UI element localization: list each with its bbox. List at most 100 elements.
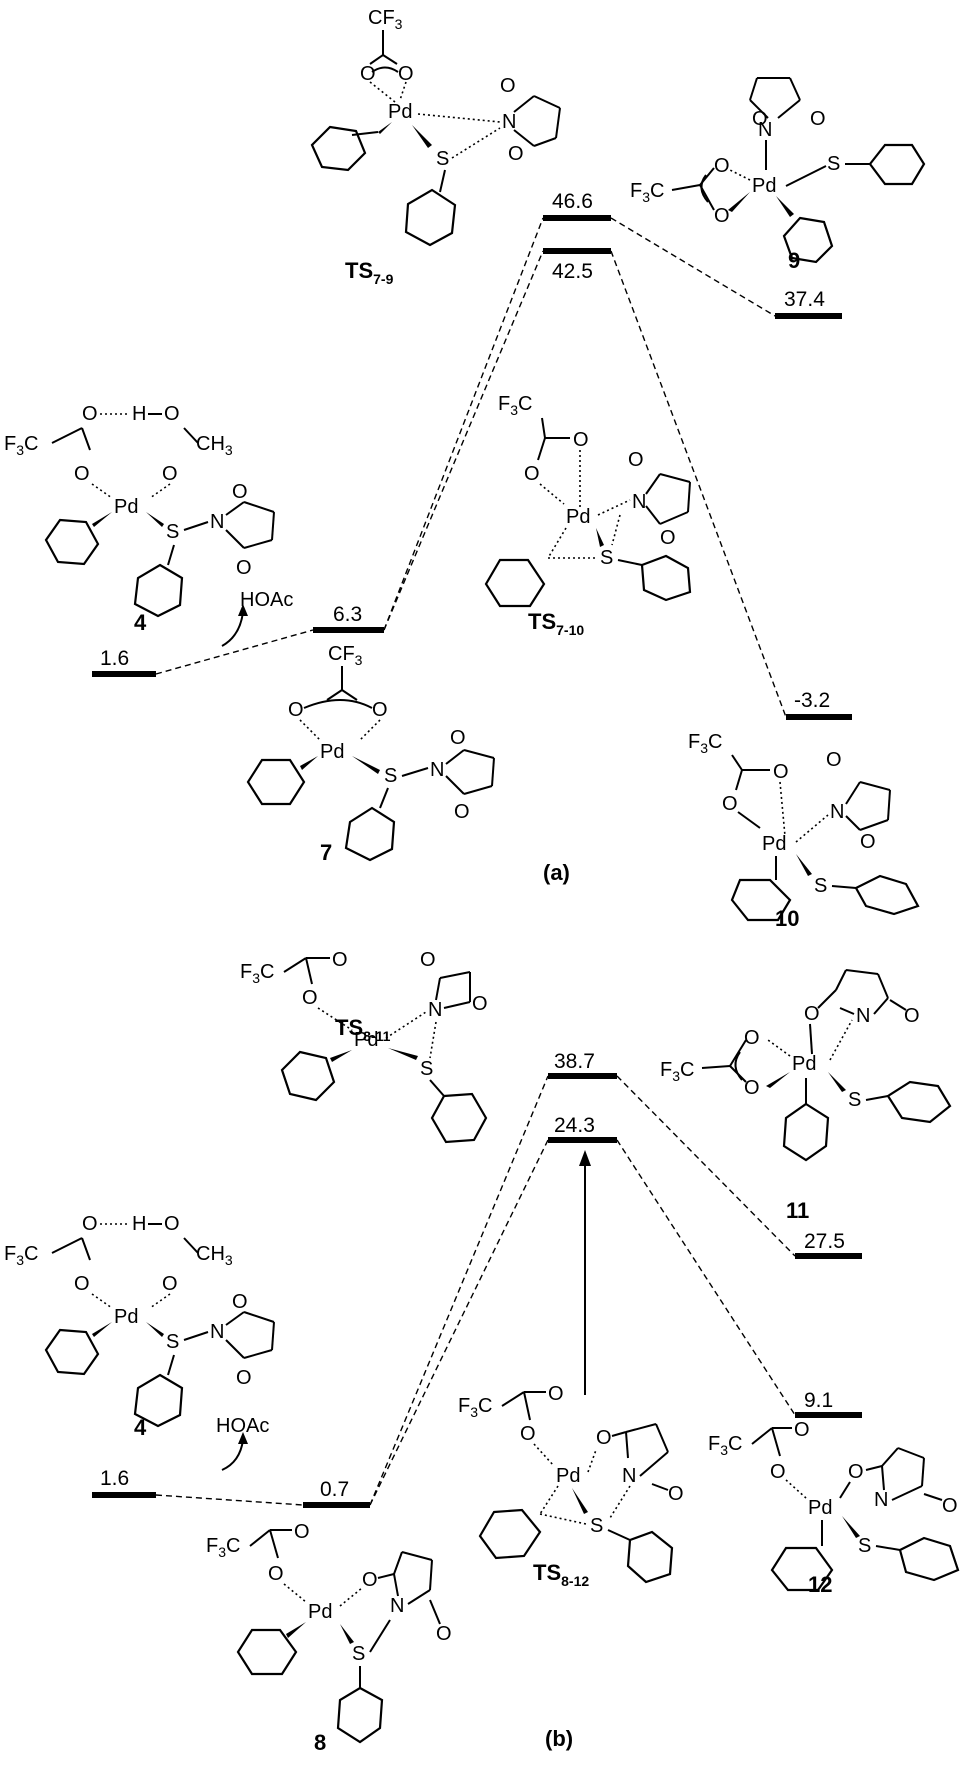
energy-ts79: 46.6 bbox=[552, 190, 593, 213]
svg-text:O: O bbox=[420, 949, 436, 971]
svg-text:O: O bbox=[302, 987, 318, 1009]
svg-text:Pd: Pd bbox=[354, 1029, 378, 1051]
svg-text:H: H bbox=[132, 403, 146, 425]
energy-11: 27.5 bbox=[804, 1230, 845, 1253]
svg-text:O: O bbox=[232, 481, 248, 503]
svg-text:O: O bbox=[904, 1005, 920, 1027]
svg-text:O: O bbox=[288, 699, 304, 721]
compound-labels: TS7-9 9 4 TS7-10 7 (a) 10 TS8-11 11 4 TS… bbox=[134, 248, 832, 1755]
conn-4-8 bbox=[155, 1494, 304, 1506]
energy-ts812: 24.3 bbox=[554, 1114, 595, 1137]
panel-a-label: (a) bbox=[543, 860, 570, 885]
svg-text:S: S bbox=[590, 1515, 603, 1537]
svg-text:Pd: Pd bbox=[388, 101, 412, 123]
svg-text:O: O bbox=[164, 403, 180, 425]
svg-text:O: O bbox=[162, 463, 178, 485]
svg-text:N: N bbox=[428, 999, 442, 1021]
svg-text:O: O bbox=[294, 1521, 310, 1543]
svg-text:Pd: Pd bbox=[114, 496, 138, 518]
structure-8: F3C O O Pd O N O S bbox=[206, 1521, 452, 1744]
svg-text:O: O bbox=[362, 1569, 378, 1591]
structure-10: F3C O O Pd N O O S bbox=[688, 731, 920, 922]
svg-text:N: N bbox=[390, 1595, 404, 1617]
svg-text:O: O bbox=[360, 63, 376, 85]
energy-10: -3.2 bbox=[794, 689, 830, 712]
label-8: 8 bbox=[314, 1730, 326, 1755]
svg-text:O: O bbox=[164, 1213, 180, 1235]
svg-text:O: O bbox=[548, 1383, 564, 1405]
svg-text:N: N bbox=[874, 1489, 888, 1511]
label-7: 7 bbox=[320, 840, 332, 865]
svg-text:O: O bbox=[773, 761, 789, 783]
svg-text:Pd: Pd bbox=[320, 741, 344, 763]
conn-7-ts79 bbox=[383, 217, 544, 631]
svg-text:O: O bbox=[436, 1623, 452, 1645]
svg-text:S: S bbox=[827, 153, 840, 175]
conn-8-ts811 bbox=[369, 1075, 549, 1506]
svg-text:S: S bbox=[436, 148, 449, 170]
svg-text:S: S bbox=[384, 765, 397, 787]
svg-text:N: N bbox=[758, 119, 772, 141]
svg-text:CF3: CF3 bbox=[368, 7, 403, 32]
svg-text:O: O bbox=[668, 1483, 684, 1505]
svg-text:O: O bbox=[596, 1427, 612, 1449]
svg-text:O: O bbox=[508, 143, 524, 165]
svg-text:O: O bbox=[752, 108, 768, 130]
svg-text:F3C: F3C bbox=[660, 1059, 694, 1084]
conn-7-ts710 bbox=[383, 250, 544, 631]
energy-ts710: 42.5 bbox=[552, 260, 593, 283]
svg-text:O: O bbox=[372, 699, 388, 721]
svg-text:CH3: CH3 bbox=[196, 433, 233, 458]
svg-text:S: S bbox=[420, 1058, 433, 1080]
energy-ts811: 38.7 bbox=[554, 1050, 595, 1073]
svg-text:S: S bbox=[600, 547, 613, 569]
hoac-arrow-b bbox=[221, 1439, 244, 1471]
structure-9: N O O Pd O O F3C S bbox=[630, 77, 926, 264]
svg-text:N: N bbox=[622, 1465, 636, 1487]
svg-text:N: N bbox=[856, 1005, 870, 1027]
svg-text:N: N bbox=[632, 491, 646, 513]
svg-text:O: O bbox=[744, 1027, 760, 1049]
svg-text:F3C: F3C bbox=[458, 1395, 492, 1420]
svg-text:O: O bbox=[268, 1563, 284, 1585]
structure-4-b: O H O F3C O CH3 O Pd S N O O bbox=[4, 1213, 275, 1428]
energy-8: 0.7 bbox=[320, 1478, 349, 1501]
svg-text:N: N bbox=[210, 511, 224, 533]
svg-text:O: O bbox=[450, 727, 466, 749]
svg-text:O: O bbox=[794, 1419, 810, 1441]
hoac-label-b: HOAc bbox=[216, 1415, 269, 1437]
structure-12: F3C O O Pd O N O S bbox=[708, 1419, 960, 1592]
svg-text:O: O bbox=[454, 801, 470, 823]
hoac-label-a: HOAc bbox=[240, 589, 293, 611]
svg-text:F3C: F3C bbox=[708, 1433, 742, 1458]
svg-text:Pd: Pd bbox=[752, 175, 776, 197]
svg-text:S: S bbox=[814, 875, 827, 897]
energy-9: 37.4 bbox=[784, 288, 825, 311]
svg-text:O: O bbox=[744, 1077, 760, 1099]
conn-4-7 bbox=[155, 629, 314, 675]
svg-text:Pd: Pd bbox=[792, 1053, 816, 1075]
svg-text:S: S bbox=[352, 1643, 365, 1665]
svg-text:S: S bbox=[166, 1331, 179, 1353]
svg-text:F3C: F3C bbox=[630, 180, 664, 205]
svg-text:Pd: Pd bbox=[556, 1465, 580, 1487]
conn-ts811-11 bbox=[616, 1075, 796, 1257]
svg-text:Pd: Pd bbox=[762, 833, 786, 855]
svg-text:N: N bbox=[210, 1321, 224, 1343]
structure-7: CF3 O O Pd S N O O bbox=[246, 643, 495, 862]
label-11: 11 bbox=[786, 1198, 809, 1223]
svg-text:O: O bbox=[82, 1213, 98, 1235]
structure-11: O N O Pd O O F3C S bbox=[660, 969, 952, 1162]
svg-text:O: O bbox=[82, 403, 98, 425]
energy-7: 6.3 bbox=[333, 603, 362, 626]
svg-text:N: N bbox=[430, 759, 444, 781]
conn-ts710-10 bbox=[610, 250, 787, 718]
label-4-a: 4 bbox=[134, 610, 147, 635]
svg-text:O: O bbox=[162, 1273, 178, 1295]
svg-text:S: S bbox=[858, 1535, 871, 1557]
svg-text:S: S bbox=[166, 521, 179, 543]
hoac-arrow-a bbox=[221, 611, 244, 647]
svg-text:S: S bbox=[848, 1089, 861, 1111]
svg-text:O: O bbox=[860, 831, 876, 853]
svg-text:O: O bbox=[722, 793, 738, 815]
